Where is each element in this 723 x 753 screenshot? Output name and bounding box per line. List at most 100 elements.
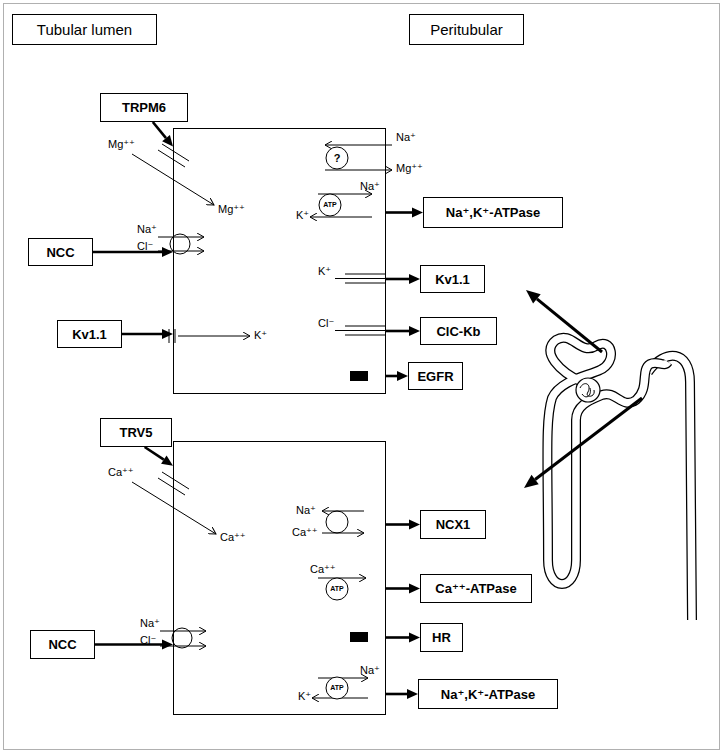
ion-label: K⁺ (318, 265, 331, 278)
channel-line (335, 278, 385, 279)
header-box: Tubular lumen (12, 14, 157, 45)
arrow-head (162, 329, 173, 339)
connector-line (386, 375, 397, 378)
box-label: NCC (46, 245, 74, 260)
receptor-symbol (350, 371, 368, 381)
pointer-arrow-head (526, 290, 541, 304)
connector-arrow (153, 122, 173, 147)
channel-line (345, 274, 385, 275)
ion-label: Na⁺ (396, 131, 416, 144)
pointer-arrow (537, 299, 602, 352)
tubule (547, 338, 668, 584)
pump-symbol (326, 578, 348, 600)
ion-label: Cl⁻ (137, 240, 153, 253)
ion-label: Na⁺ (360, 664, 380, 677)
collecting-duct (648, 356, 692, 620)
connector-line (386, 278, 409, 281)
connector-line (386, 693, 407, 696)
ion-label: Na⁺ (140, 617, 160, 630)
ion-label: ? (334, 152, 341, 165)
arrow-head (407, 689, 418, 699)
box-label: NCX1 (436, 517, 471, 532)
pump-symbol (319, 194, 341, 216)
protein-label-box: ClC-Kb (420, 317, 497, 345)
connector-line (386, 330, 409, 333)
box-label: Tubular lumen (37, 21, 132, 38)
flux-arrow (132, 482, 216, 534)
box-label: Ca⁺⁺-ATPase (435, 581, 516, 596)
connector-arrow (386, 208, 423, 218)
connector-arrow (145, 447, 173, 466)
ion-label: Ca⁺⁺ (292, 526, 318, 539)
flux-arrow (322, 511, 364, 512)
ion-label: Cl⁻ (140, 634, 156, 647)
box-label: ClC-Kb (436, 324, 480, 339)
connector-arrow (386, 371, 408, 381)
arrow-head (409, 520, 420, 530)
channel-line (345, 326, 385, 327)
ion-label: Mg⁺⁺ (396, 162, 423, 175)
protein-label-box: Kv1.1 (57, 320, 122, 348)
arrow-head (412, 208, 423, 218)
arrow-head (161, 455, 173, 465)
box-label: Peritubular (430, 21, 503, 38)
receptor-symbol (350, 632, 368, 642)
pump-label: ATP (330, 684, 343, 692)
connector-line (93, 251, 162, 254)
connector-arrow (386, 689, 418, 699)
connector-arrow (122, 329, 173, 339)
box-label: TRPM6 (122, 100, 166, 115)
protein-label-box: Ca⁺⁺-ATPase (420, 574, 532, 603)
header-box: Peritubular (409, 14, 524, 45)
arrow-head (397, 371, 408, 381)
outer-frame (4, 4, 720, 750)
channel-line (158, 150, 185, 167)
exchanger-symbol (326, 511, 348, 533)
ion-label: Mg⁺⁺ (218, 203, 245, 216)
flux-arrow (325, 145, 392, 146)
connector-arrow (386, 584, 420, 594)
arrow-head (409, 584, 420, 594)
ion-label: K⁺ (296, 209, 309, 222)
ion-label: Mg⁺⁺ (108, 138, 135, 151)
nephron-illustration (547, 338, 692, 620)
cell-box (173, 128, 386, 394)
connector-line (95, 643, 162, 646)
channel-line (345, 283, 385, 284)
ion-label: K⁺ (298, 690, 311, 703)
channel-line (162, 472, 189, 489)
channel-line (335, 330, 385, 331)
protein-label-box: NCC (30, 630, 95, 659)
protein-label-box: Na⁺,K⁺-ATPase (418, 679, 558, 709)
flux-arrow (325, 170, 392, 171)
ion-label: Ca⁺⁺ (310, 563, 336, 576)
connector-line (153, 122, 166, 138)
ion-label: Cl⁻ (318, 317, 334, 330)
box-label: TRV5 (120, 425, 153, 440)
cell-box (173, 441, 386, 715)
box-label: Kv1.1 (72, 327, 107, 342)
connector-arrow (386, 326, 420, 336)
box-label: Kv1.1 (435, 272, 470, 287)
tubule (547, 338, 668, 584)
channel-line (175, 329, 176, 343)
box-label: NCC (48, 637, 76, 652)
connector-line (145, 447, 164, 460)
protein-label-box: NCC (28, 238, 93, 266)
box-label: EGFR (417, 369, 453, 384)
ion-label: K⁺ (254, 329, 267, 342)
channel-line (345, 335, 385, 336)
flux-arrow (158, 237, 204, 238)
arrow-head (409, 633, 420, 643)
arrow-head (162, 247, 173, 257)
exchanger-symbol (326, 147, 348, 169)
arrow-head (162, 640, 173, 650)
flux-arrow (160, 631, 206, 632)
box-label: Na⁺,K⁺-ATPase (441, 687, 535, 702)
connector-line (122, 333, 162, 336)
connector-line (386, 523, 409, 526)
connector-line (386, 587, 409, 590)
pointer-arrow (535, 398, 642, 480)
ion-label: Na⁺ (296, 504, 316, 517)
